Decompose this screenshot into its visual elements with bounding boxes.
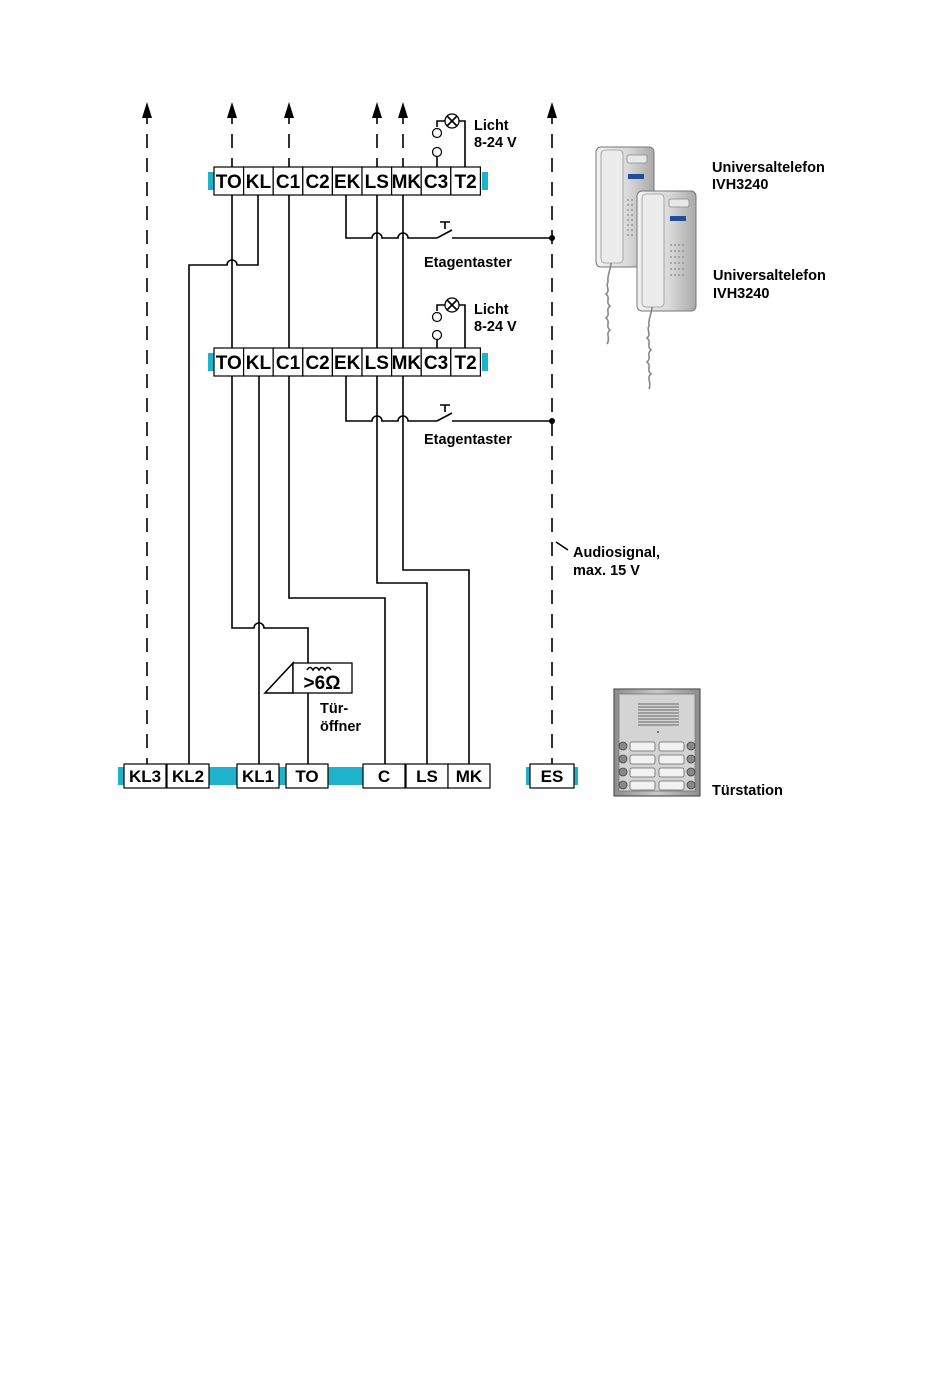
bus-terminal-c: C bbox=[363, 764, 405, 788]
terminal-label: EK bbox=[334, 172, 361, 193]
door-opener-label-1: Tür- bbox=[320, 701, 348, 717]
terminal-c2: C2 bbox=[303, 167, 333, 195]
bus-terminal-label: C bbox=[378, 767, 390, 786]
tuerstation-label: Türstation bbox=[712, 783, 783, 799]
licht-label-lower-2: 8-24 V bbox=[474, 319, 517, 335]
phone-label-1b: IVH3240 bbox=[712, 177, 768, 193]
terminal-label: MK bbox=[392, 172, 422, 193]
terminal-t2: T2 bbox=[451, 167, 481, 195]
intercom-handset-icon bbox=[637, 191, 696, 389]
terminal-c1: C1 bbox=[273, 167, 303, 195]
bus-terminal-label: KL3 bbox=[129, 767, 161, 786]
lamp-circuit-lower bbox=[433, 298, 466, 352]
door-opener-label-2: öffner bbox=[320, 719, 361, 735]
terminal-c2: C2 bbox=[303, 348, 333, 376]
etagentaster-label-lower: Etagentaster bbox=[424, 432, 512, 448]
terminal-label: TO bbox=[216, 353, 242, 374]
terminal-label: LS bbox=[365, 172, 389, 193]
arrow-up-icon bbox=[227, 102, 237, 118]
arrow-up-icon bbox=[142, 102, 152, 118]
phone-label-2a: Universaltelefon bbox=[713, 268, 826, 284]
pushbutton-switch-icon bbox=[440, 222, 450, 229]
terminal-label: MK bbox=[392, 353, 422, 374]
arrow-up-icon bbox=[547, 102, 557, 118]
terminal-mk: MK bbox=[392, 167, 422, 195]
bus-terminal-label: MK bbox=[456, 767, 483, 786]
door-opener-symbol: >6Ω bbox=[265, 663, 352, 694]
licht-label-lower-1: Licht bbox=[474, 302, 509, 318]
audio-label-2: max. 15 V bbox=[573, 563, 640, 579]
terminal-kl: KL bbox=[244, 348, 274, 376]
terminal-c1: C1 bbox=[273, 348, 303, 376]
bus-terminal-label: KL2 bbox=[172, 767, 204, 786]
bus-terminal-kl1: KL1 bbox=[237, 764, 279, 788]
licht-label-upper-2: 8-24 V bbox=[474, 135, 517, 151]
terminal-c3: C3 bbox=[421, 167, 451, 195]
door-station-icon bbox=[614, 689, 700, 796]
terminal-to: TO bbox=[214, 348, 244, 376]
terminal-ls: LS bbox=[362, 348, 392, 376]
terminal-label: T2 bbox=[455, 353, 477, 374]
bus-terminal-label: KL1 bbox=[242, 767, 274, 786]
audio-label-1: Audiosignal, bbox=[573, 545, 660, 561]
door-opener-value: >6Ω bbox=[304, 673, 341, 694]
phone-label-2b: IVH3240 bbox=[713, 286, 769, 302]
terminal-ek: EK bbox=[332, 348, 362, 376]
wires bbox=[189, 193, 568, 770]
bus-terminal-mk: MK bbox=[448, 764, 490, 788]
junction-dot bbox=[549, 418, 555, 424]
arrow-up-icon bbox=[372, 102, 382, 118]
pushbutton-switch-icon bbox=[440, 405, 450, 412]
bus-terminal-ls: LS bbox=[406, 764, 448, 788]
lamp-circuit-upper bbox=[433, 114, 466, 171]
arrow-up-icon bbox=[284, 102, 294, 118]
terminal-label: TO bbox=[216, 172, 242, 193]
phone-label-1a: Universaltelefon bbox=[712, 160, 825, 176]
terminal-label: T2 bbox=[455, 172, 477, 193]
terminal-label: KL bbox=[246, 172, 272, 193]
terminal-label: LS bbox=[365, 353, 389, 374]
terminal-label: C3 bbox=[424, 172, 448, 193]
terminal-to: TO bbox=[214, 167, 244, 195]
bus-terminal-to: TO bbox=[286, 764, 328, 788]
terminal-t2: T2 bbox=[451, 348, 481, 376]
terminal-label: C2 bbox=[305, 172, 329, 193]
arrow-up-icon bbox=[398, 102, 408, 118]
terminal-c3: C3 bbox=[421, 348, 451, 376]
bus-terminal-kl3: KL3 bbox=[124, 764, 166, 788]
bottom-bus: KL3 KL2 KL1 TO C LS MK ES bbox=[118, 764, 578, 788]
etagentaster-label-upper: Etagentaster bbox=[424, 255, 512, 271]
terminal-label: C2 bbox=[305, 353, 329, 374]
terminal-kl: KL bbox=[244, 167, 274, 195]
bus-terminal-kl2: KL2 bbox=[167, 764, 209, 788]
terminal-label: C3 bbox=[424, 353, 448, 374]
lamp-icon bbox=[445, 114, 459, 128]
terminal-ls: LS bbox=[362, 167, 392, 195]
lamp-icon bbox=[445, 298, 459, 312]
bus-terminal-label: TO bbox=[295, 767, 318, 786]
terminal-label: C1 bbox=[276, 353, 301, 374]
bus-terminal-label: ES bbox=[541, 767, 564, 786]
terminal-label: KL bbox=[246, 353, 272, 374]
bus-terminal-label: LS bbox=[416, 767, 438, 786]
terminal-mk: MK bbox=[392, 348, 422, 376]
terminal-label: C1 bbox=[276, 172, 301, 193]
terminal-label: EK bbox=[334, 353, 361, 374]
junction-dot bbox=[549, 235, 555, 241]
bus-terminal-es: ES bbox=[530, 764, 574, 788]
licht-label-upper-1: Licht bbox=[474, 118, 509, 134]
terminal-ek: EK bbox=[332, 167, 362, 195]
